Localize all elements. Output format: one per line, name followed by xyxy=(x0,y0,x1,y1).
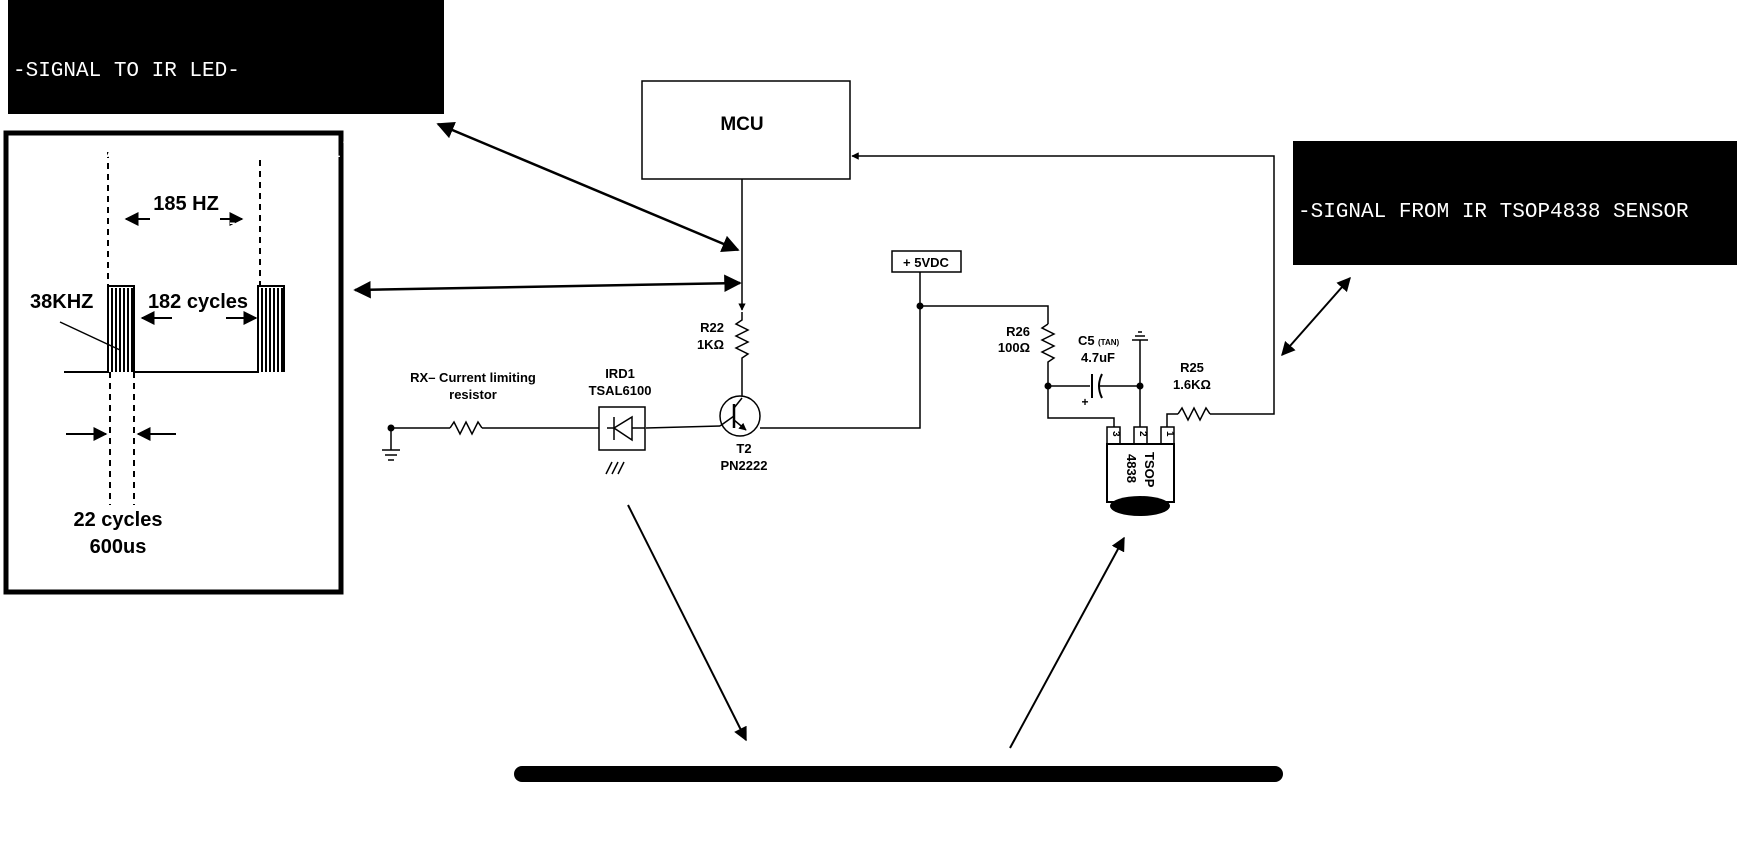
sensor-note-line1: Please view attachments called xyxy=(1298,363,1677,386)
t2-name: T2 xyxy=(736,441,751,456)
c5-name: C5 xyxy=(1078,333,1095,348)
r26-feed-wire xyxy=(920,305,1049,324)
tsop-label-line1: TSOP xyxy=(1142,452,1157,488)
carrier-pointer xyxy=(59,321,121,351)
ird1-part: TSAL6100 xyxy=(589,383,652,398)
ird1-name: IRD1 xyxy=(605,366,635,381)
sensor-signal-note: -SIGNAL FROM IR TSOP4838 SENSOR Please v… xyxy=(1293,141,1737,467)
waveform-panel: 185 HZ 38KHZ 182 cycles 22 cycles 600us xyxy=(3,130,344,595)
mcu-label: MCU xyxy=(720,114,763,135)
mcu-block xyxy=(641,80,851,180)
r25-value: 1.6KΩ xyxy=(1173,377,1211,392)
c5-ground-icon xyxy=(1132,331,1148,386)
tsop-pin3: 3 xyxy=(1110,431,1121,437)
led-note-line2: “LED_OpticalSignal” xyxy=(13,222,253,245)
r26-resistor xyxy=(1040,323,1056,386)
led-signal-note: -SIGNAL TO IR LED- Please view attachmen… xyxy=(8,0,444,245)
sensor-output-wire xyxy=(851,152,1275,415)
supply-label: + 5VDC xyxy=(903,255,949,270)
pin3-wire xyxy=(1047,386,1115,428)
c5-value: 4.7uF xyxy=(1081,350,1115,365)
c5-plate-minus xyxy=(1098,373,1103,399)
led-emission-arrow xyxy=(627,504,747,742)
sensor-note-title: -SIGNAL FROM IR TSOP4838 SENSOR xyxy=(1298,201,1689,224)
burst-cycles-label: 22 cycles xyxy=(74,509,163,531)
rx-label-line1: RX– Current limiting xyxy=(410,370,536,385)
burst-time-label: 600us xyxy=(90,536,147,558)
led-note-pointer-arrow xyxy=(436,122,740,252)
rx-resistor xyxy=(449,420,483,436)
sensor-note-line2: “Sensor_OuputSignal” xyxy=(1298,444,1551,467)
t2-part: PN2222 xyxy=(721,458,768,473)
supply-box xyxy=(891,250,962,273)
r22-value: 1KΩ xyxy=(697,337,724,352)
tsop4838-sensor xyxy=(1106,426,1175,516)
tsop-label-line2: 4838 xyxy=(1124,454,1139,483)
r22-name: R22 xyxy=(700,320,724,335)
emitter-wire xyxy=(645,425,721,429)
led-signal-double-arrow xyxy=(353,274,742,299)
tsop-pin2: 2 xyxy=(1137,431,1148,437)
r25-resistor xyxy=(1177,406,1211,422)
r26-value: 100Ω xyxy=(998,340,1030,355)
c5-type: (TAN) xyxy=(1098,338,1120,347)
led-note-line1: Please view attachments called xyxy=(13,141,392,164)
pin1-wire xyxy=(1166,413,1178,427)
led-note-title: -SIGNAL TO IR LED- xyxy=(13,60,240,83)
t2-transistor xyxy=(719,395,761,437)
burst-left xyxy=(111,288,133,372)
c5-polarity: + xyxy=(1081,395,1088,409)
supply-wire xyxy=(760,306,921,429)
sensor-note-pointer-arrow xyxy=(1281,276,1351,357)
ird1-led xyxy=(598,406,646,475)
ground-icon xyxy=(382,428,400,461)
frequency-label: 185 HZ xyxy=(153,193,219,215)
carrier-label: 38KHZ xyxy=(30,291,93,313)
tsop-pin1: 1 xyxy=(1164,431,1175,437)
r26-name: R26 xyxy=(1006,324,1030,339)
rx-label-line2: resistor xyxy=(449,387,497,402)
r22-resistor xyxy=(734,312,750,398)
r25-name: R25 xyxy=(1180,360,1204,375)
cycles-between-label: 182 cycles xyxy=(148,291,248,313)
burst-right xyxy=(261,288,283,372)
sensor-note-spacer xyxy=(1298,280,1737,307)
reflection-arrow xyxy=(1009,536,1125,749)
waveform-frame xyxy=(3,130,344,595)
